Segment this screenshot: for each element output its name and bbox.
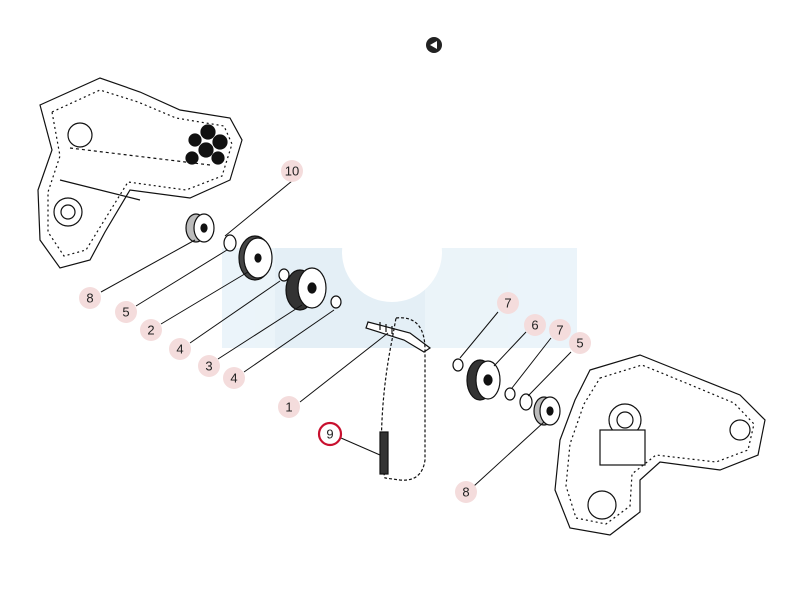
bushing-right-2 (504, 387, 516, 401)
svg-text:10: 10 (285, 164, 299, 179)
callouts: 10 8 5 2 4 3 4 1 9 7 6 7 (79, 160, 591, 503)
leader-lines (100, 180, 572, 487)
svg-text:3: 3 (205, 359, 212, 374)
callout-8-right[interactable]: 8 (455, 481, 477, 503)
sprocket (466, 359, 501, 401)
svg-text:5: 5 (122, 305, 129, 320)
right-housing-cover (554, 354, 766, 536)
svg-text:4: 4 (230, 371, 237, 386)
watermark-logo (222, 202, 577, 348)
rotate-icon (426, 37, 442, 53)
large-gear (238, 235, 273, 281)
callout-1[interactable]: 1 (278, 396, 300, 418)
svg-text:8: 8 (462, 485, 469, 500)
callout-6[interactable]: 6 (524, 314, 546, 336)
svg-text:1: 1 (285, 400, 292, 415)
callout-8-left[interactable]: 8 (79, 287, 101, 309)
callout-2[interactable]: 2 (140, 319, 162, 341)
bearing-right (533, 396, 561, 426)
bushing-a (278, 268, 290, 282)
drive-chain (379, 317, 426, 481)
svg-text:8: 8 (86, 291, 93, 306)
svg-text:6: 6 (531, 318, 538, 333)
shaft (365, 321, 432, 353)
callout-5-right[interactable]: 5 (569, 332, 591, 354)
bushing-right (452, 358, 464, 372)
washer-right (519, 393, 533, 411)
svg-text:2: 2 (147, 323, 154, 338)
left-housing-cover (37, 77, 243, 269)
callout-7-upper[interactable]: 7 (497, 292, 519, 314)
svg-text:9: 9 (326, 427, 333, 442)
svg-text:7: 7 (504, 296, 511, 311)
callout-4-lower[interactable]: 4 (223, 367, 245, 389)
callout-4-upper[interactable]: 4 (169, 338, 191, 360)
bearing-left (185, 213, 215, 243)
clutch-gear (285, 267, 327, 311)
callout-10[interactable]: 10 (281, 160, 303, 182)
svg-text:5: 5 (576, 336, 583, 351)
svg-text:7: 7 (556, 323, 563, 338)
washer-left (223, 234, 237, 252)
callout-5-left[interactable]: 5 (115, 301, 137, 323)
honeycomb-ribs (185, 124, 228, 165)
callout-9-selected[interactable]: 9 (317, 421, 343, 447)
callout-3[interactable]: 3 (198, 355, 220, 377)
svg-text:4: 4 (176, 342, 183, 357)
bushing-b (330, 295, 342, 309)
callout-7-lower[interactable]: 7 (549, 319, 571, 341)
